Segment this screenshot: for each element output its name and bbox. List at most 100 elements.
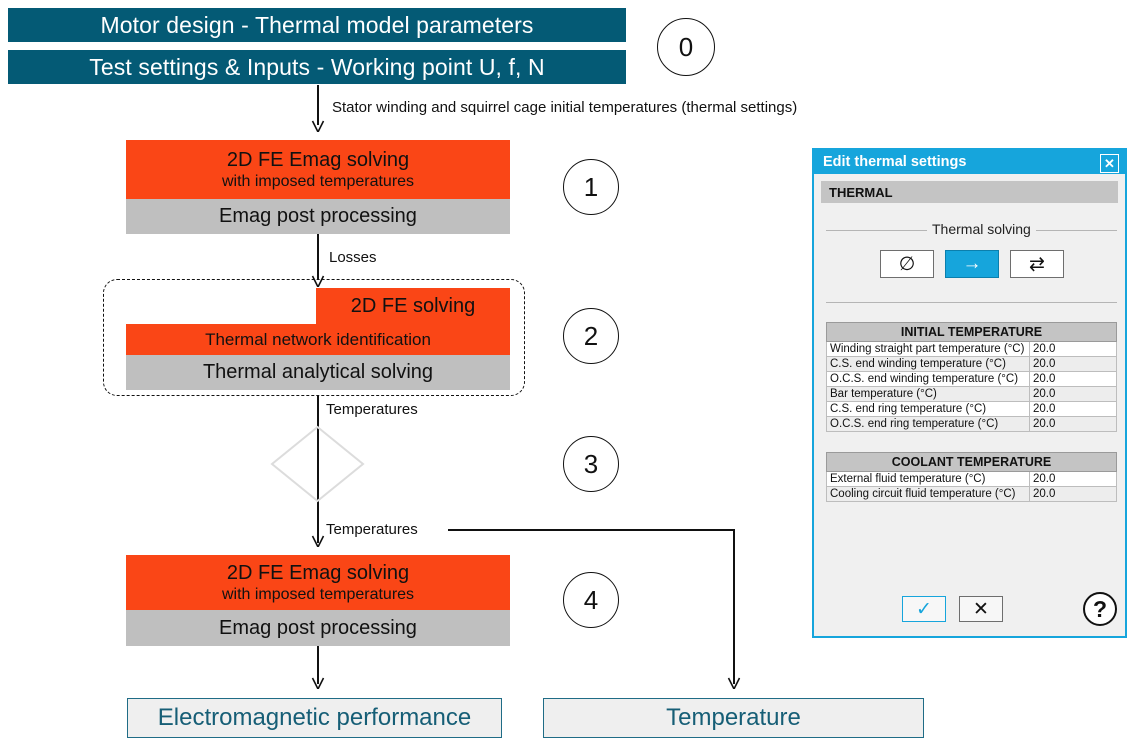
- arrow-to-emag-performance-head: [311, 676, 325, 690]
- step4-post-processing-block: Emag post processing: [126, 610, 510, 646]
- step1-post-processing-block: Emag post processing: [126, 199, 510, 234]
- step-circle-2: 2: [563, 308, 619, 364]
- arrow-temperatures-low-line: [317, 503, 319, 543]
- coolant-temperature-header: COOLANT TEMPERATURE: [826, 452, 1117, 472]
- header-bar-label: Test settings & Inputs - Working point U…: [89, 53, 545, 80]
- row-value[interactable]: 20.0: [1029, 356, 1117, 372]
- row-value[interactable]: 20.0: [1029, 341, 1117, 357]
- header-bar-motor-design: Motor design - Thermal model parameters: [8, 8, 626, 42]
- edit-thermal-settings-dialog: Edit thermal settings ✕ THERMAL Thermal …: [812, 148, 1127, 638]
- row-label: C.S. end winding temperature (°C): [826, 356, 1030, 372]
- step1-emag-solving-block: 2D FE Emag solving with imposed temperat…: [126, 140, 510, 199]
- step4-emag-solving-block: 2D FE Emag solving with imposed temperat…: [126, 555, 510, 610]
- edge-label-init-temps: Stator winding and squirrel cage initial…: [332, 99, 798, 116]
- step4-subtitle: with imposed temperatures: [221, 586, 415, 603]
- initial-temperature-header: INITIAL TEMPERATURE: [826, 322, 1117, 342]
- group-rule-left: [826, 230, 931, 231]
- close-icon[interactable]: ✕: [1100, 154, 1119, 173]
- step2-analytical-label: Thermal analytical solving: [202, 361, 434, 383]
- step-number: 1: [583, 171, 599, 202]
- arrow-losses-line: [317, 234, 319, 280]
- check-icon: ✓: [916, 598, 932, 620]
- row-label: Cooling circuit fluid temperature (°C): [826, 486, 1030, 502]
- row-value[interactable]: 20.0: [1029, 486, 1117, 502]
- row-label: Bar temperature (°C): [826, 386, 1030, 402]
- ok-button[interactable]: ✓: [902, 596, 946, 622]
- mode-button-one-way[interactable]: →: [945, 250, 999, 278]
- row-label: Winding straight part temperature (°C): [826, 341, 1030, 357]
- step-circle-1: 1: [563, 159, 619, 215]
- arrow-temperatures-low-head: [311, 534, 325, 548]
- step-number: 2: [583, 320, 599, 351]
- initial-temperature-table: INITIAL TEMPERATURE Winding straight par…: [826, 322, 1117, 432]
- table-row: C.S. end winding temperature (°C)20.0: [826, 356, 1117, 372]
- step-circle-0: 0: [657, 18, 715, 76]
- row-value[interactable]: 20.0: [1029, 471, 1117, 487]
- help-icon[interactable]: ?: [1083, 592, 1117, 626]
- arrow-init-temps-head: [311, 119, 325, 133]
- table-row: O.C.S. end ring temperature (°C)20.0: [826, 416, 1117, 432]
- branch-arrow-head: [727, 676, 741, 690]
- two-way-arrow-icon: ⇄: [1029, 253, 1045, 275]
- step-circle-4: 4: [563, 572, 619, 628]
- help-glyph: ?: [1092, 595, 1108, 622]
- dialog-title-label: Edit thermal settings: [823, 154, 967, 170]
- header-bar-label: Motor design - Thermal model parameters: [100, 11, 534, 38]
- mode-button-two-way[interactable]: ⇄: [1010, 250, 1064, 278]
- step2-analytical-solving-block: Thermal analytical solving: [126, 355, 510, 390]
- dialog-title-bar[interactable]: Edit thermal settings ✕: [814, 150, 1125, 174]
- cross-icon: ✕: [973, 598, 989, 620]
- row-value[interactable]: 20.0: [1029, 401, 1117, 417]
- edge-label-losses: Losses: [329, 249, 377, 266]
- step2-fe-solving-block: 2D FE solving: [316, 288, 510, 324]
- coolant-temperature-rows: External fluid temperature (°C)20.0 Cool…: [826, 471, 1117, 502]
- edge-label-temperatures-mid: Temperatures: [326, 401, 418, 418]
- step2-network-identification-block: Thermal network identification: [126, 324, 510, 355]
- group-rule-right: [1012, 230, 1117, 231]
- row-label: External fluid temperature (°C): [826, 471, 1030, 487]
- table-row: Bar temperature (°C)20.0: [826, 386, 1117, 402]
- group-rule-bottom: [826, 302, 1117, 303]
- row-label: C.S. end ring temperature (°C): [826, 401, 1030, 417]
- step-number: 0: [678, 31, 694, 62]
- arrow-to-emag-performance-line: [317, 646, 319, 684]
- step-number: 3: [583, 448, 599, 479]
- step2-group-container: [103, 279, 525, 396]
- row-value[interactable]: 20.0: [1029, 416, 1117, 432]
- header-bar-test-settings: Test settings & Inputs - Working point U…: [8, 50, 626, 84]
- step1-title: 2D FE Emag solving: [226, 149, 410, 171]
- coolant-temperature-table: COOLANT TEMPERATURE External fluid tempe…: [826, 452, 1117, 502]
- table-row: O.C.S. end winding temperature (°C)20.0: [826, 371, 1117, 387]
- step1-subtitle: with imposed temperatures: [221, 173, 415, 190]
- step2-fe-solving-label: 2D FE solving: [350, 294, 476, 317]
- table-row: External fluid temperature (°C)20.0: [826, 471, 1117, 487]
- thermal-section-label: THERMAL: [829, 184, 893, 200]
- edge-label-temperatures-low: Temperatures: [326, 521, 418, 538]
- table-row: C.S. end ring temperature (°C)20.0: [826, 401, 1117, 417]
- branch-line-vertical: [733, 529, 735, 684]
- result-box-temperature[interactable]: Temperature: [543, 698, 924, 738]
- table-row: Winding straight part temperature (°C)20…: [826, 341, 1117, 357]
- arrow-losses-head: [311, 274, 325, 288]
- arrow-temperatures-mid-line: [317, 396, 319, 528]
- cancel-button[interactable]: ✕: [959, 596, 1003, 622]
- row-value[interactable]: 20.0: [1029, 386, 1117, 402]
- row-value[interactable]: 20.0: [1029, 371, 1117, 387]
- mode-button-no-solving[interactable]: ∅: [880, 250, 934, 278]
- step1-post-label: Emag post processing: [219, 205, 417, 227]
- step-number: 4: [583, 584, 599, 615]
- result-label: Electromagnetic performance: [157, 704, 472, 731]
- thermal-section-header: THERMAL: [821, 181, 1118, 203]
- decision-diamond: [270, 425, 365, 503]
- branch-line-horizontal: [448, 529, 734, 531]
- no-solving-icon: ∅: [898, 253, 916, 275]
- step4-post-label: Emag post processing: [219, 616, 417, 639]
- arrow-init-temps-line: [317, 85, 319, 125]
- step-circle-3: 3: [563, 436, 619, 492]
- step2-network-label: Thermal network identification: [205, 329, 431, 349]
- result-label: Temperature: [666, 704, 801, 731]
- result-box-electromagnetic-performance[interactable]: Electromagnetic performance: [127, 698, 502, 738]
- step4-title: 2D FE Emag solving: [226, 562, 410, 584]
- initial-temperature-rows: Winding straight part temperature (°C)20…: [826, 341, 1117, 432]
